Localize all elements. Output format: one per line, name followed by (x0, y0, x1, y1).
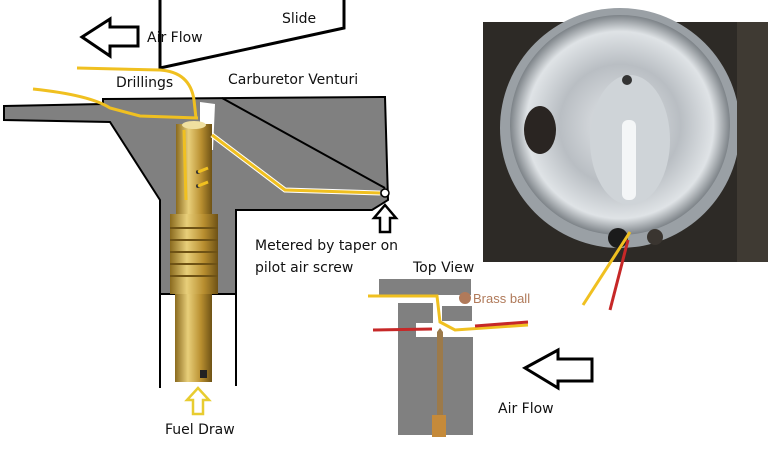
slide-label: Slide (282, 11, 316, 27)
slide: Slide (158, 0, 346, 70)
air-flow-arrow-top: Air Flow (79, 16, 203, 59)
drillings-label: Drillings (116, 75, 173, 91)
metered-label-line2: pilot air screw (255, 260, 353, 276)
fuel-path-lines (32, 66, 381, 201)
metered-arrow: Metered by taper on pilot air screw (255, 203, 399, 276)
air-flow-label-top: Air Flow (147, 30, 203, 46)
top-view-label: Top View (412, 260, 474, 276)
pilot-jet (170, 121, 218, 382)
brass-ball-label: Brass ball (473, 291, 530, 306)
fuel-draw-arrow: Fuel Draw (165, 386, 235, 438)
venturi-label: Carburetor Venturi (228, 72, 358, 88)
air-flow-label-bottom: Air Flow (498, 401, 554, 417)
metered-label-line1: Metered by taper on (255, 238, 398, 254)
fuel-draw-label: Fuel Draw (165, 422, 235, 438)
top-view-diagram: Top View Brass ball (368, 260, 530, 437)
air-flow-arrow-bottom: Air Flow (498, 347, 594, 417)
carburetor-photo (483, 8, 768, 311)
